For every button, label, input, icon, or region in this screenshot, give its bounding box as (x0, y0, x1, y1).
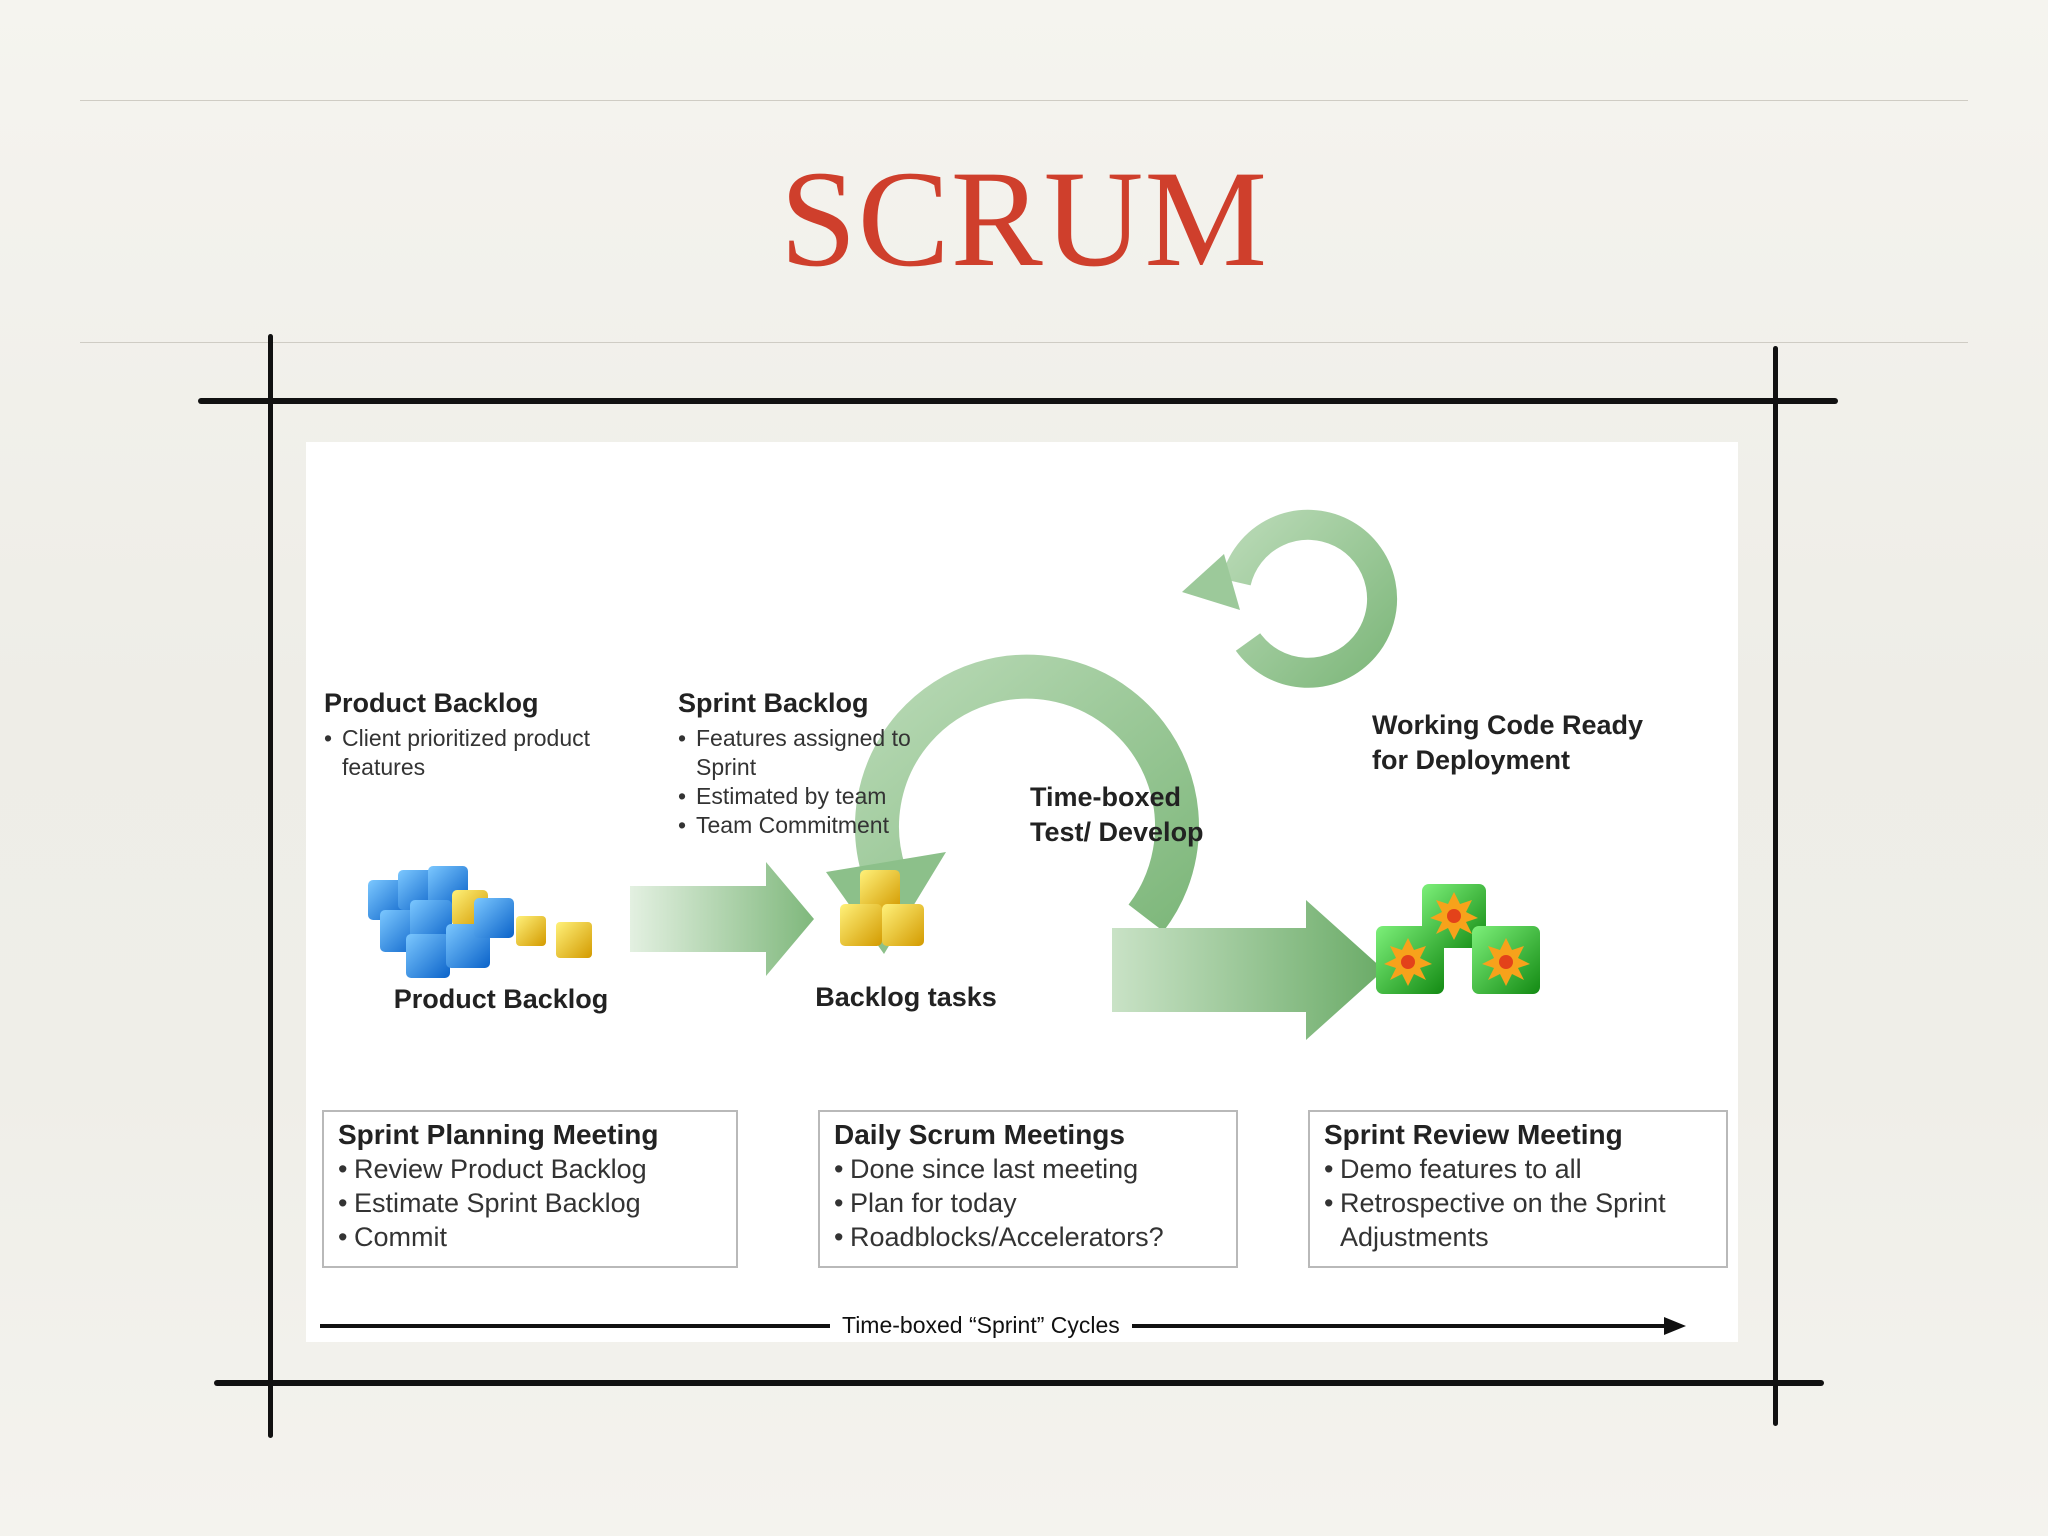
list-item: •Features assigned to Sprint (678, 725, 911, 780)
frame-top (198, 398, 1838, 404)
sprint-planning-box: Sprint Planning Meeting •Review Product … (322, 1110, 738, 1268)
list-item: •Plan for today (834, 1188, 1017, 1218)
starburst-icon (1384, 938, 1432, 986)
blue-cube-stack-icon (368, 866, 592, 978)
product-backlog-heading: Product Backlog (324, 688, 539, 718)
cycle-label-line2: Test/ Develop (1030, 817, 1204, 847)
working-code-note: Working Code Ready for Deployment (1372, 708, 1643, 778)
cycle-arrow-icon (1182, 509, 1398, 688)
list-item: •Client prioritized product features (324, 725, 591, 780)
daily-scrum-heading: Daily Scrum Meetings (834, 1119, 1125, 1150)
list-item: •Done since last meeting (834, 1154, 1139, 1184)
cycle-label-line1: Time-boxed (1030, 782, 1182, 812)
working-code-line1: Working Code Ready (1372, 710, 1644, 740)
list-item: •Team Commitment (678, 812, 889, 838)
yellow-cube-stack-icon (840, 870, 924, 946)
product-backlog-bullets: •Client prioritized product features (324, 724, 614, 782)
title-underline-rule (80, 342, 1968, 343)
starburst-icon (1430, 892, 1478, 940)
cycle-label: Time-boxed Test/ Develop (1030, 780, 1204, 850)
working-code-line2: for Deployment (1372, 745, 1571, 775)
sprint-backlog-heading: Sprint Backlog (678, 688, 869, 718)
right-arrow-icon (1112, 900, 1384, 1040)
list-item: •Demo features to all (1324, 1154, 1582, 1184)
top-rule (80, 100, 1968, 101)
sprint-backlog-bullets: •Features assigned to Sprint •Estimated … (678, 724, 938, 840)
list-item: •Roadblocks/Accelerators? (834, 1222, 1164, 1252)
sprint-review-heading: Sprint Review Meeting (1324, 1119, 1623, 1150)
product-backlog-caption: Product Backlog (393, 984, 609, 1014)
list-item: •Retrospective on the Sprint Adjustments (1324, 1188, 1666, 1252)
timeline-label: Time-boxed “Sprint” Cycles (830, 1312, 1132, 1339)
slide-title: SCRUM (779, 142, 1269, 295)
frame-bottom (214, 1380, 1824, 1386)
backlog-tasks-caption: Backlog tasks (815, 982, 997, 1012)
sprint-planning-heading: Sprint Planning Meeting (338, 1119, 659, 1150)
right-arrow-icon (630, 862, 814, 976)
list-item: •Estimated by team (678, 783, 887, 809)
diagram-graphics (320, 509, 1686, 1335)
list-item: •Commit (338, 1222, 447, 1252)
scrum-diagram: Product Backlog •Client prioritized prod… (306, 442, 1738, 1342)
list-item: •Review Product Backlog (338, 1154, 647, 1184)
starburst-icon (1482, 938, 1530, 986)
list-item: •Estimate Sprint Backlog (338, 1188, 641, 1218)
sprint-review-box: Sprint Review Meeting •Demo features to … (1308, 1110, 1728, 1268)
frame-right (1773, 346, 1778, 1426)
frame-left (268, 334, 273, 1438)
daily-scrum-box: Daily Scrum Meetings •Done since last me… (818, 1110, 1238, 1268)
